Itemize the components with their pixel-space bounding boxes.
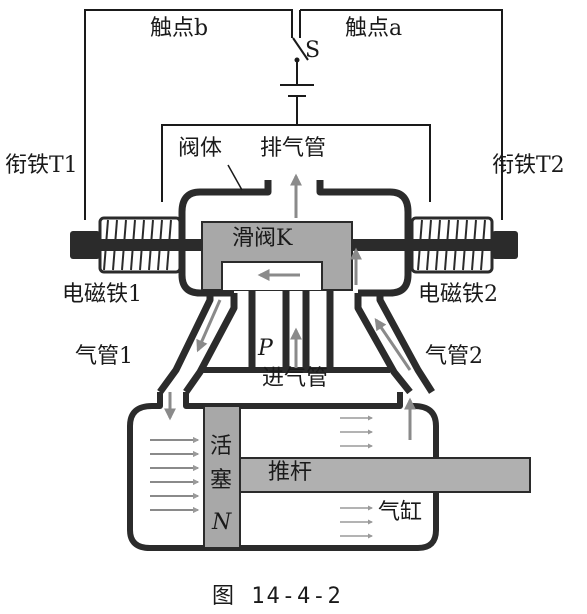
- contact-a-label: 触点a: [345, 16, 403, 41]
- armature-t2-label: 衔铁T2: [492, 153, 565, 178]
- switch-pivot: [294, 57, 300, 63]
- flow-arrows: [164, 173, 416, 440]
- figure-caption: 图 14-4-2: [212, 584, 343, 609]
- electromagnet-1-label: 电磁铁1: [62, 282, 142, 307]
- push-rod: [239, 457, 531, 493]
- armature-t1: [70, 231, 100, 259]
- cylinder-body: [127, 392, 439, 551]
- port-p-label: P: [258, 336, 273, 361]
- inlet-pipe-label: 进气管: [262, 366, 329, 391]
- air-pipe-2-label: 气管2: [425, 344, 483, 369]
- valve-body-leader: [227, 164, 243, 191]
- pressure-arrows-left: [150, 436, 200, 514]
- pressure-arrows-right: [340, 415, 374, 539]
- valve-body-label: 阀体: [178, 136, 223, 161]
- contact-b-label: 触点b: [150, 16, 209, 41]
- air-pipe-1-label: 气管1: [75, 344, 133, 369]
- exhaust-pipe-label: 排气管: [260, 136, 327, 161]
- piston-n-label: N: [212, 510, 232, 535]
- valve-manifold: [157, 290, 435, 395]
- armature-t2: [492, 231, 518, 259]
- push-rod-label: 推杆: [268, 460, 313, 485]
- piston-label-line2: 塞: [210, 468, 233, 493]
- circuit-wires: [84, 9, 503, 220]
- armature-t1-label: 衔铁T1: [5, 153, 78, 178]
- switch-label: S: [305, 38, 321, 63]
- valve-body: [178, 180, 412, 297]
- cylinder-label: 气缸: [378, 500, 423, 525]
- piston-n: [203, 405, 241, 549]
- piston-label-line1: 活: [210, 434, 233, 459]
- slide-valve-label: 滑阀K: [232, 226, 293, 251]
- electromagnet-2-label: 电磁铁2: [418, 282, 498, 307]
